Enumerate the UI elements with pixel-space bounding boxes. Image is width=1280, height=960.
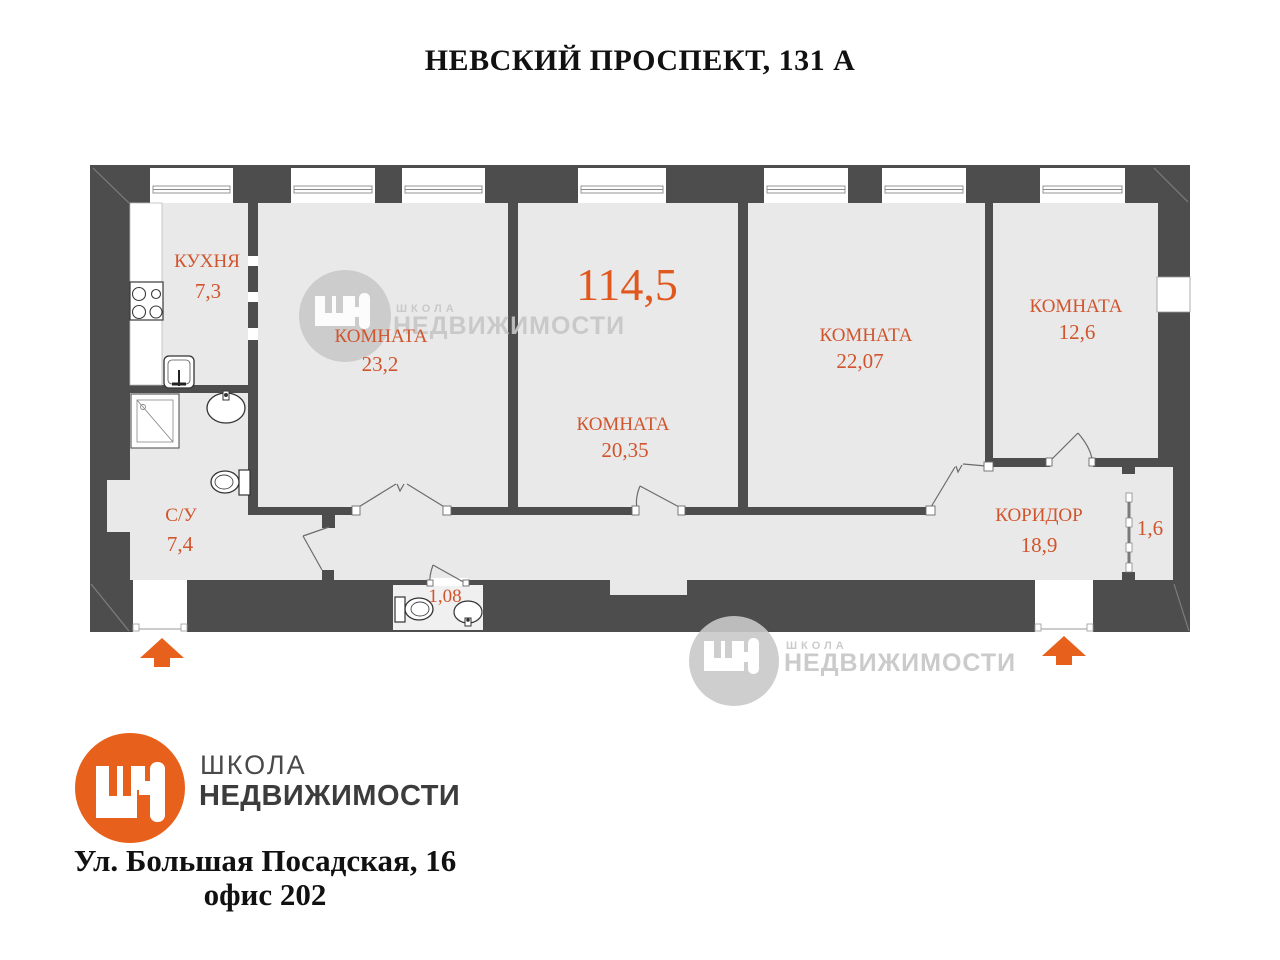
door-room-22-07 [925,461,994,516]
entrance-arrow-right [1042,636,1086,665]
window [150,168,233,203]
svg-text:С/У: С/У [165,505,197,526]
window [402,168,485,203]
entrance-arrow-left [140,638,184,667]
svg-text:22,07: 22,07 [836,349,883,373]
wc-sink-icon [453,600,483,627]
address: Ул. Большая Посадская, 16 офис 202 [0,845,530,910]
watermark-logo: ШКОЛА НЕДВИЖИМОСТИ [689,616,1016,706]
company-logo: ШКОЛА НЕДВИЖИМОСТИ [75,733,495,843]
svg-text:23,2: 23,2 [362,352,399,376]
svg-text:КОМНАТА: КОМНАТА [1030,296,1123,317]
wc-area-label: 1,08 [428,586,461,607]
svg-text:12,6: 12,6 [1059,320,1096,344]
door-room-20-35 [631,485,686,516]
room-label-room-20-35: КОМНАТА 20,35 [577,414,670,462]
closet-area-label: 1,6 [1137,516,1163,540]
svg-text:7,3: 7,3 [195,279,221,303]
wall-corner-chamfers [90,167,1190,632]
door-room-23-2 [351,483,452,516]
stove-icon [129,281,164,321]
room-label-corridor: КОРИДОР 18,9 [995,505,1082,557]
page-title: НЕВСКИЙ ПРОСПЕКТ, 131 А [424,44,856,77]
logo-text-top: ШКОЛА [200,750,307,780]
window [291,168,375,203]
entrance-opening-left [132,580,188,632]
room-label-bathroom: С/У 7,4 [165,505,197,556]
watermark-text-bottom: НЕДВИЖИМОСТИ [784,649,1016,677]
dashed-partition [248,230,258,340]
entrance-opening-right [1034,580,1094,632]
washbasin-icon [206,390,246,424]
watermark-logo: ШКОЛА НЕДВИЖИМОСТИ [299,270,625,362]
door-wc [426,564,470,587]
door-bathroom [302,526,334,580]
toilet-icon-bathroom [210,469,251,496]
window [764,168,848,203]
address-line2: офис 202 [203,876,327,912]
watermark-text-bottom: НЕДВИЖИМОСТИ [393,312,625,340]
svg-text:КОМНАТА: КОМНАТА [820,325,913,346]
door-room-12-6 [1045,432,1096,467]
watermark-text-top: ШКОЛА [786,640,848,652]
address-line1: Ул. Большая Посадская, 16 [73,843,457,878]
window [882,168,966,203]
room-label-kitchen: КУХНЯ 7,3 [174,251,240,303]
wall-niche [1156,276,1191,313]
total-area-label: 114,5 [576,259,678,310]
svg-text:7,4: 7,4 [167,532,194,556]
toilet-icon-wc [394,596,434,623]
svg-text:КОМНАТА: КОМНАТА [577,414,670,435]
watermark-text-top: ШКОЛА [396,303,458,315]
window [578,168,666,203]
shower-icon [130,393,180,449]
svg-text:КОРИДОР: КОРИДОР [995,505,1082,526]
company-logo-icon [75,733,185,843]
logo-text-bottom: НЕДВИЖИМОСТИ [199,780,461,812]
svg-text:20,35: 20,35 [601,438,648,462]
room-label-room-22-07: КОМНАТА 22,07 [820,325,913,373]
interior-walls [130,203,1160,580]
room-label-room-23-2: КОМНАТА 23,2 [335,326,428,376]
svg-text:КУХНЯ: КУХНЯ [174,251,240,272]
windows [150,168,1125,203]
window [1040,168,1125,203]
svg-text:18,9: 18,9 [1021,533,1058,557]
room-label-room-12-6: КОМНАТА 12,6 [1030,296,1123,344]
doors [302,432,1096,587]
closet-partition [1125,492,1133,573]
svg-text:КОМНАТА: КОМНАТА [335,326,428,347]
kitchen-sink-icon [163,355,195,389]
